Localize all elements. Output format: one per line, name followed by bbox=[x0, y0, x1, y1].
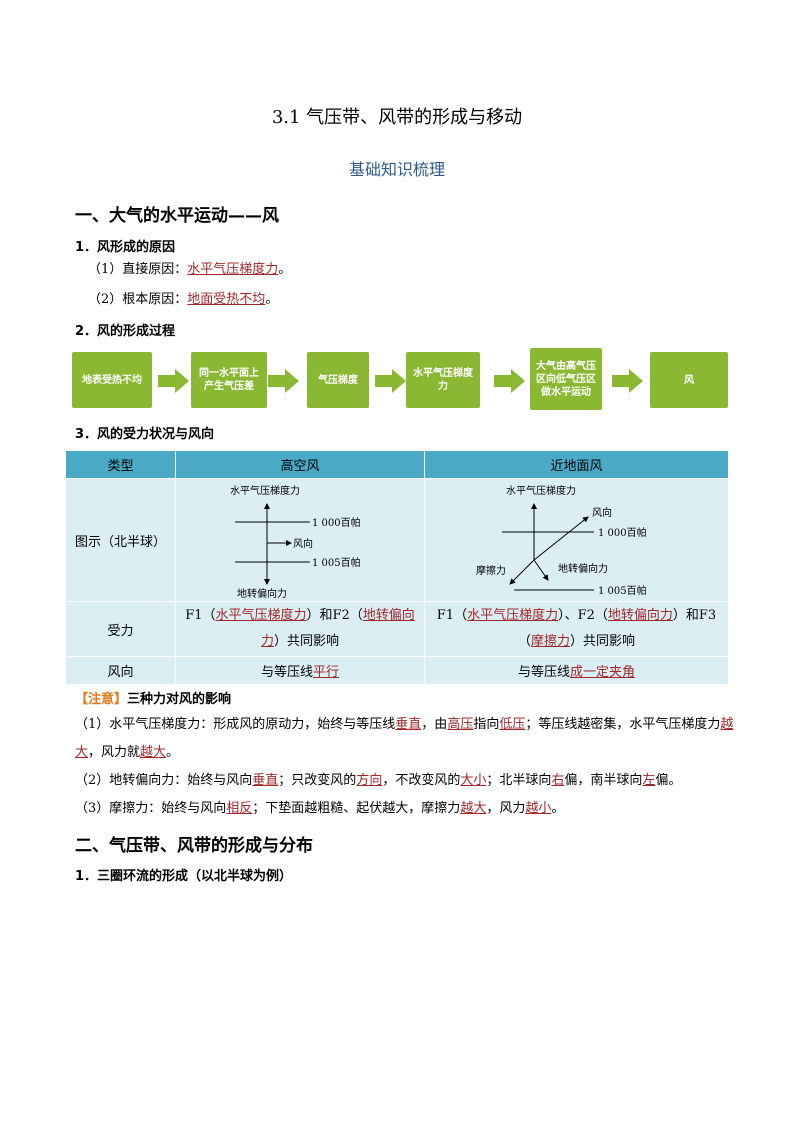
answer-text: 越大 bbox=[140, 745, 167, 760]
text-segment: 偏。 bbox=[655, 773, 682, 788]
surface-wind-direction: 与等压线成一定夹角 bbox=[424, 656, 729, 685]
note-title: 三种力对风的影响 bbox=[127, 692, 232, 707]
item-2-heading: 2．风的形成过程 bbox=[75, 324, 176, 339]
note-paragraph-2: （2）地转偏向力：始终与风向垂直；只改变风的方向，不改变风的大小；北半球向右偏，… bbox=[75, 767, 745, 795]
answer-text: 左 bbox=[642, 773, 656, 788]
answer-text: 垂直 bbox=[395, 717, 422, 732]
text-segment: F1（ bbox=[185, 608, 216, 623]
header-surface-wind: 近地面风 bbox=[424, 450, 729, 479]
text-segment: 指向 bbox=[473, 717, 500, 732]
text-segment: 。 bbox=[278, 262, 292, 277]
diagram-label: 地转偏向力 bbox=[237, 587, 287, 600]
lower-content: 类型 高空风 近地面风 图示（北半球） 水平气压梯度力 1 000百帕 风向 1… bbox=[65, 450, 745, 887]
section-1-heading: 一、大气的水平运动——风 bbox=[75, 206, 279, 226]
direct-cause-line: （1）直接原因：水平气压梯度力。 bbox=[88, 256, 291, 284]
row-label-diagram: 图示（北半球） bbox=[65, 478, 176, 602]
page-title: 3.1 气压带、风带的形成与移动 bbox=[271, 107, 523, 128]
text-segment: 与等压线 bbox=[260, 665, 313, 680]
upper-wind-direction: 与等压线平行 bbox=[175, 656, 425, 685]
upper-wind-diagram: 水平气压梯度力 1 000百帕 风向 1 005百帕 地转偏向力 bbox=[175, 478, 425, 602]
upper-wind-forces: F1（水平气压梯度力）和F2（地转偏向力）共同影响 bbox=[175, 601, 425, 657]
diagram-label: 水平气压梯度力 bbox=[506, 484, 576, 497]
header-upper-wind: 高空风 bbox=[175, 450, 425, 479]
text-segment: ；只改变风的 bbox=[278, 773, 357, 788]
wind-force-table: 类型 高空风 近地面风 图示（北半球） 水平气压梯度力 1 000百帕 风向 1… bbox=[65, 450, 729, 685]
answer-text: 右 bbox=[551, 773, 565, 788]
text-segment: 。 bbox=[265, 292, 279, 307]
flow-step: 水平气压梯度力 bbox=[406, 352, 480, 408]
answer-text: 垂直 bbox=[252, 773, 279, 788]
item-3-heading: 3．风的受力状况与风向 bbox=[75, 427, 215, 442]
note-tag: 【注意】 bbox=[75, 692, 128, 707]
answer-text: 方向 bbox=[356, 773, 383, 788]
row-label-force: 受力 bbox=[65, 601, 176, 657]
friction-label: 摩擦力 bbox=[476, 564, 506, 577]
answer-text: 地转偏向力 bbox=[260, 608, 415, 649]
coriolis-label: 地转偏向力 bbox=[558, 562, 608, 575]
text-segment: ；下垫面越粗糙、起伏越大，摩擦力 bbox=[252, 801, 461, 816]
flow-step: 大气由高气压区向低气压区做水平运动 bbox=[530, 348, 602, 410]
text-segment: （3）摩擦力：始终与风向 bbox=[75, 801, 227, 816]
flow-step: 气压梯度 bbox=[307, 352, 369, 408]
answer-text: 大小 bbox=[460, 773, 487, 788]
text-segment: 。 bbox=[166, 745, 180, 760]
wind-formation-flow: 地表受热不均 同一水平面上产生气压差 气压梯度 水平气压梯度力 大气由高气压区向… bbox=[72, 348, 732, 410]
answer-text: 成一定夹角 bbox=[570, 665, 636, 680]
answer-text: 越大 bbox=[460, 801, 487, 816]
answer-text: 越小 bbox=[525, 801, 552, 816]
section-2-item-1: 1．三圈环流的形成（以北半球为例） bbox=[75, 869, 293, 884]
flow-step: 风 bbox=[650, 352, 728, 408]
isobar-label: 1 005百帕 bbox=[312, 556, 361, 569]
text-segment: ，不改变风的 bbox=[382, 773, 461, 788]
text-segment: （2）地转偏向力：始终与风向 bbox=[75, 773, 253, 788]
wind-direction-label: 风向 bbox=[592, 506, 612, 519]
flow-step: 地表受热不均 bbox=[72, 352, 152, 408]
row-label-direction: 风向 bbox=[65, 656, 176, 685]
text-segment: （1）直接原因： bbox=[88, 262, 188, 277]
item-1-heading: 1．风形成的原因 bbox=[75, 240, 176, 255]
answer-text: 高压 bbox=[447, 717, 474, 732]
section-2-heading: 二、气压带、风带的形成与分布 bbox=[75, 836, 313, 856]
text-segment: ，风力就 bbox=[88, 745, 141, 760]
text-segment: ；等压线越密集，水平气压梯度力 bbox=[525, 717, 721, 732]
text-segment: F1（ bbox=[436, 608, 468, 623]
answer-text: 水平气压梯度力 bbox=[187, 262, 279, 277]
flow-step: 同一水平面上产生气压差 bbox=[191, 352, 267, 408]
surface-wind-diagram: 水平气压梯度力 风向 1 000百帕 摩擦力 地转偏向力 1 005百帕 bbox=[424, 478, 729, 602]
isobar-label: 1 005百帕 bbox=[598, 584, 647, 597]
text-segment: 。 bbox=[551, 801, 565, 816]
isobar-label: 1 000百帕 bbox=[312, 516, 361, 529]
answer-text: 水平气压梯度力 bbox=[215, 608, 307, 623]
answer-text: 摩擦力 bbox=[530, 634, 570, 649]
note-heading: 【注意】三种力对风的影响 bbox=[75, 689, 745, 711]
text-segment: ）和F3（ bbox=[517, 608, 717, 649]
text-segment: ，由 bbox=[421, 717, 448, 732]
text-segment: 偏，南半球向 bbox=[564, 773, 643, 788]
answer-text: 地转偏向力 bbox=[607, 608, 673, 623]
text-segment: ；北半球向 bbox=[486, 773, 552, 788]
surface-wind-forces: F1（水平气压梯度力）、F2（地转偏向力）和F3（摩擦力）共同影响 bbox=[424, 601, 729, 657]
text-segment: （2）根本原因： bbox=[88, 292, 188, 307]
text-segment: ）共同影响 bbox=[570, 634, 636, 649]
answer-text: 平行 bbox=[313, 665, 340, 680]
answer-text: 水平气压梯度力 bbox=[467, 608, 559, 623]
answer-text: 地面受热不均 bbox=[187, 292, 266, 307]
answer-text: 相反 bbox=[226, 801, 253, 816]
header-type: 类型 bbox=[65, 450, 176, 479]
root-cause-line: （2）根本原因：地面受热不均。 bbox=[88, 286, 278, 314]
note-paragraph-3: （3）摩擦力：始终与风向相反；下垫面越粗糙、起伏越大，摩擦力越大，风力越小。 bbox=[75, 795, 745, 823]
text-segment: ）和F2（ bbox=[306, 608, 363, 623]
text-segment: 与等压线 bbox=[517, 665, 570, 680]
wind-direction-label: 风向 bbox=[293, 537, 313, 550]
answer-text: 越大 bbox=[75, 717, 734, 760]
text-segment: ）、F2（ bbox=[558, 608, 608, 623]
answer-text: 低压 bbox=[499, 717, 526, 732]
text-segment: （1）水平气压梯度力：形成风的原动力，始终与等压线 bbox=[75, 717, 396, 732]
note-paragraph-1: （1）水平气压梯度力：形成风的原动力，始终与等压线垂直，由高压指向低压；等压线越… bbox=[75, 711, 745, 767]
isobar-label: 1 000百帕 bbox=[598, 526, 647, 539]
diagram-label: 水平气压梯度力 bbox=[230, 484, 300, 497]
subtitle: 基础知识梳理 bbox=[348, 160, 445, 179]
text-segment: ，风力 bbox=[486, 801, 526, 816]
text-segment: ）共同影响 bbox=[274, 634, 340, 649]
